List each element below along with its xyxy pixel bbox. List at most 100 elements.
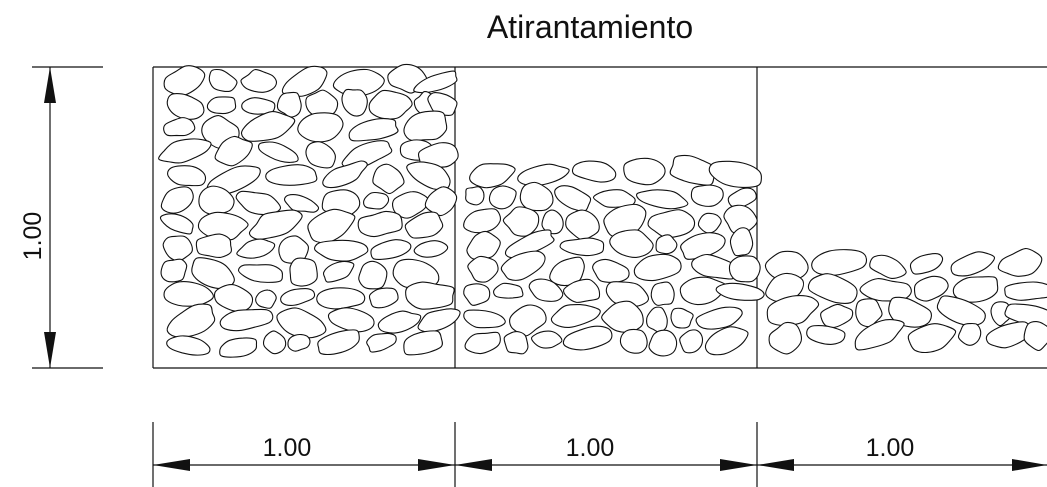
stone xyxy=(163,65,206,97)
stone xyxy=(160,186,194,214)
stone xyxy=(255,289,277,309)
stone xyxy=(913,275,949,302)
width-label-1: 1.00 xyxy=(263,434,312,462)
stone xyxy=(464,331,501,355)
stone xyxy=(160,258,188,283)
stone xyxy=(503,331,529,355)
stone xyxy=(297,112,344,143)
stone xyxy=(413,70,458,94)
stone xyxy=(636,189,689,210)
stone xyxy=(240,111,296,142)
stone xyxy=(957,322,982,346)
stone xyxy=(341,140,393,169)
stone xyxy=(159,213,194,235)
stone xyxy=(550,303,601,328)
stone xyxy=(469,163,516,189)
arrow-right-icon xyxy=(1012,459,1047,471)
arrow-left-icon xyxy=(757,459,794,471)
stone xyxy=(869,254,907,280)
stone xyxy=(465,186,485,206)
stone xyxy=(417,308,461,333)
stone xyxy=(695,306,743,330)
stone xyxy=(358,260,388,290)
stone xyxy=(528,278,564,302)
stone xyxy=(854,319,905,351)
stone xyxy=(214,135,253,167)
stone xyxy=(697,212,722,234)
stone xyxy=(287,333,311,352)
stone xyxy=(727,187,757,209)
stone xyxy=(571,160,617,183)
stone xyxy=(646,306,668,333)
stone xyxy=(517,163,570,187)
stone xyxy=(377,310,422,334)
stone xyxy=(219,337,258,358)
stone xyxy=(403,110,448,142)
stone xyxy=(265,164,318,186)
stone xyxy=(680,232,726,260)
stone xyxy=(691,253,737,280)
stone xyxy=(366,332,397,353)
stone xyxy=(405,281,455,310)
stone xyxy=(467,255,499,283)
arrow-left-icon xyxy=(455,459,492,471)
stone xyxy=(990,301,1012,327)
stone xyxy=(322,260,355,283)
stone xyxy=(690,184,724,207)
stone xyxy=(316,287,366,310)
stone xyxy=(729,227,754,257)
stone xyxy=(463,283,491,306)
stone xyxy=(206,96,237,115)
stone xyxy=(811,249,868,276)
stone xyxy=(466,230,501,260)
stone xyxy=(413,240,449,258)
stone xyxy=(289,257,318,287)
stone xyxy=(633,253,682,282)
stone xyxy=(392,191,429,219)
stone xyxy=(166,335,211,356)
stone xyxy=(766,295,820,327)
stone xyxy=(504,229,555,259)
stone xyxy=(728,255,761,283)
stone xyxy=(554,185,592,212)
stone xyxy=(417,142,459,169)
stone xyxy=(257,141,299,163)
stone xyxy=(950,251,996,277)
stone xyxy=(372,163,405,195)
stone xyxy=(317,329,360,355)
stone xyxy=(493,282,524,299)
stone xyxy=(195,233,233,259)
stone xyxy=(163,117,196,137)
stone xyxy=(404,211,444,239)
stone xyxy=(463,309,506,329)
stone xyxy=(276,91,302,118)
stone xyxy=(240,69,278,93)
width-label-2: 1.00 xyxy=(566,434,615,462)
stone xyxy=(357,210,403,238)
stone xyxy=(708,160,762,188)
stone xyxy=(281,65,328,97)
stone xyxy=(541,209,564,235)
stone xyxy=(348,118,399,142)
stone xyxy=(888,296,932,328)
stone xyxy=(305,141,336,169)
stone xyxy=(807,273,858,304)
arrow-right-icon xyxy=(720,459,757,471)
stone xyxy=(519,181,554,212)
stone xyxy=(603,203,647,238)
stone xyxy=(619,328,648,354)
stone xyxy=(341,88,368,117)
stone xyxy=(280,287,316,306)
stone xyxy=(509,304,547,337)
stone xyxy=(562,325,613,351)
stone xyxy=(488,185,517,210)
stone xyxy=(322,160,368,189)
stone xyxy=(855,298,883,328)
stone xyxy=(237,264,284,283)
stone xyxy=(609,229,654,258)
stone xyxy=(363,191,390,210)
stone xyxy=(530,330,563,349)
arrow-right-icon xyxy=(418,459,455,471)
